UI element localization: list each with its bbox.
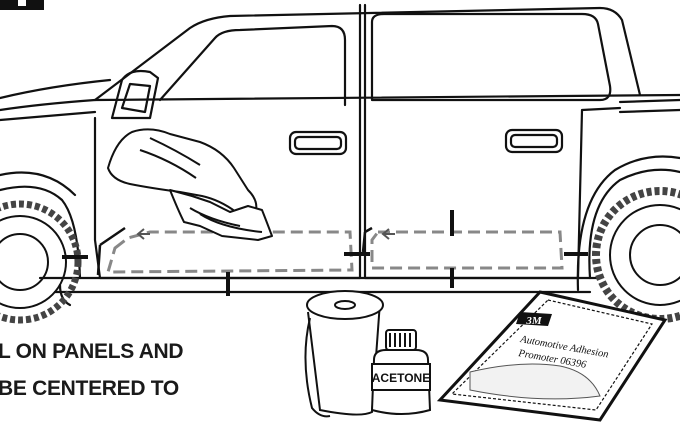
placement-guides [108, 232, 562, 272]
instruction-line-1: L ON PANELS AND [0, 340, 183, 364]
truck-bed [620, 100, 680, 102]
bottle-label: ACETONE [372, 371, 430, 385]
hand-with-cloth [108, 129, 272, 240]
paper-towel-roll [305, 291, 383, 416]
truck [0, 5, 680, 305]
rear-wheel [596, 191, 680, 319]
center-marks [62, 210, 588, 296]
packet-brand: 3M [525, 315, 543, 327]
rear-door-handle [506, 130, 562, 152]
belt-line [0, 95, 680, 110]
rear-door [365, 5, 578, 278]
rear-window [372, 14, 610, 100]
front-door-handle [290, 132, 346, 154]
front-panel-guide [108, 232, 352, 272]
hood [0, 80, 110, 98]
rear-panel-guide [372, 232, 562, 268]
cab-roof [95, 8, 640, 100]
instruction-line-2: BE CENTERED TO [0, 377, 179, 401]
front-window [160, 26, 345, 105]
